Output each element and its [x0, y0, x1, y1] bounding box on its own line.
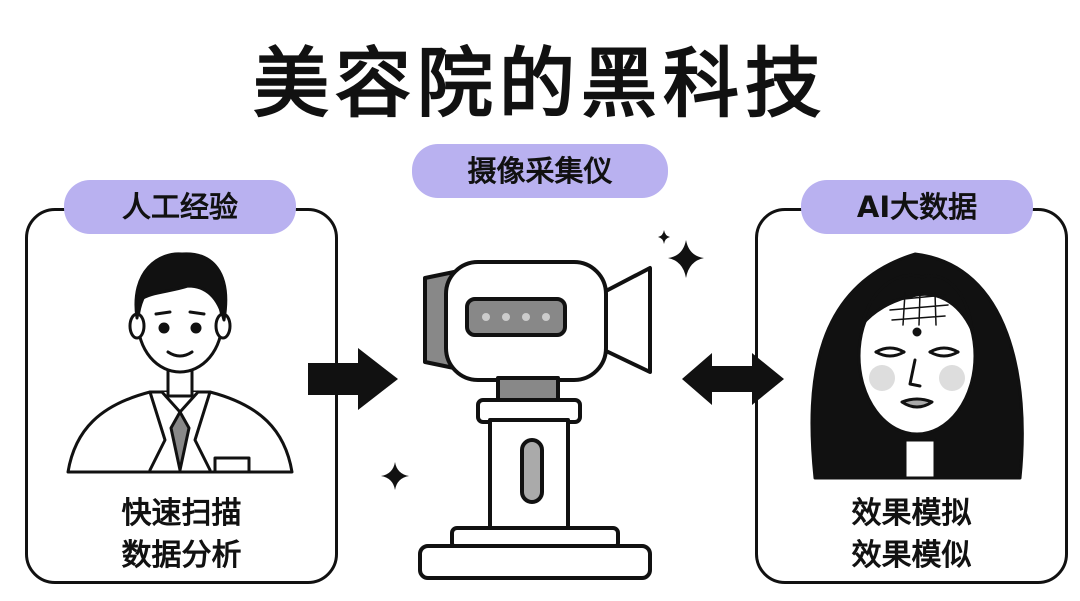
- sparkle-icon: [381, 230, 704, 490]
- double-arrow-icon: [682, 353, 784, 405]
- arrow-right-icon: [308, 348, 398, 410]
- left-caption-line: 数据分析: [121, 538, 242, 573]
- woman-face-icon: [810, 252, 1024, 480]
- right-caption: 效果模拟 效果模似: [755, 493, 1068, 577]
- manual-experience-label: 人工经验: [64, 180, 296, 234]
- ai-bigdata-label: AI大数据: [801, 180, 1033, 234]
- left-caption-line: 快速扫描: [121, 496, 242, 531]
- left-caption: 快速扫描 数据分析: [25, 493, 338, 577]
- right-caption-line: 效果模似: [851, 538, 972, 573]
- right-caption-line: 效果模拟: [851, 496, 972, 531]
- camera-device-icon: [418, 260, 652, 580]
- doctor-icon: [66, 252, 294, 474]
- page-title: 美容院的黑科技: [253, 39, 827, 128]
- camera-device-label: 摄像采集仪: [412, 144, 668, 198]
